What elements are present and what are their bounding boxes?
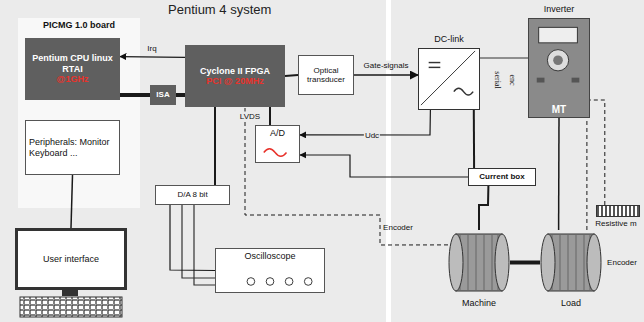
- node-text: Pentium CPU linux RTAI: [28, 53, 117, 74]
- symbol: [540, 230, 602, 295]
- board-region: PICMG 1.0 boardPentium CPU linux RTAI@1G…: [18, 18, 140, 208]
- transducer-box: Optical transducer: [298, 55, 354, 95]
- node-text: Optical transducer: [302, 66, 350, 84]
- connector: [176, 93, 185, 97]
- current-box: Current box: [468, 168, 536, 186]
- node-text: ISA: [156, 90, 169, 99]
- board-ground: [18, 18, 140, 208]
- monitor-stand: [62, 290, 78, 296]
- converter-box: A/D: [255, 125, 300, 163]
- node-text: PCI @ 20MHz: [206, 76, 263, 86]
- node-text: Resistive m: [593, 219, 639, 228]
- symbol: [597, 206, 639, 216]
- symbol: [529, 19, 589, 117]
- signal-name: enc: [508, 74, 517, 85]
- oscilloscope-wire: [194, 205, 215, 285]
- signal-name: serial: [493, 71, 502, 88]
- node-text: Peripherals: Monitor Keyboard ...: [29, 137, 116, 158]
- node-text: MT: [552, 104, 566, 116]
- converter-box: D/A 8 bit: [155, 185, 230, 205]
- load-cylinder: Load: [540, 230, 602, 295]
- node-text: D/A 8 bit: [177, 190, 207, 199]
- signal-line: [245, 107, 448, 245]
- oscilloscope-wire: [182, 205, 215, 278]
- node-text: User interface: [43, 254, 99, 264]
- oscilloscope-box: Oscilloscope: [215, 248, 325, 293]
- plant-panel: [391, 0, 644, 322]
- node-text: DC-link: [409, 34, 489, 44]
- fpga-box: Cyclone II FPGAPCI @ 20MHz: [185, 45, 285, 107]
- edge-label: Udc: [364, 131, 380, 140]
- keyboard: [20, 297, 122, 317]
- connector: [354, 74, 418, 76]
- system-panel: [0, 0, 386, 322]
- dc-link-wire: [480, 58, 528, 59]
- signal-line: [590, 100, 605, 205]
- edge-label: Irq: [146, 44, 157, 53]
- connector: [170, 205, 215, 271]
- node-text: @1GHz: [57, 74, 89, 84]
- connector: [510, 261, 540, 265]
- connector: [71, 175, 73, 228]
- connector: [120, 56, 185, 58]
- cpu-box: Pentium CPU linux RTAI@1GHz: [25, 38, 120, 100]
- connector: [558, 118, 560, 230]
- node-text: Machine: [438, 298, 520, 308]
- node-text: Oscilloscope: [244, 251, 295, 261]
- system-panel: Pentium 4 systemPICMG 1.0 boardPentium C…: [0, 0, 386, 322]
- symbol: [419, 49, 479, 109]
- part-label: Encoder: [607, 258, 637, 267]
- bus-box: ISA: [150, 85, 176, 105]
- node-text: Cyclone II FPGA: [200, 66, 270, 76]
- resistor-bank: Resistive m: [596, 205, 640, 217]
- node-text: Load: [530, 298, 612, 308]
- part-label: Encoder: [383, 223, 413, 232]
- node-text: A/D: [270, 128, 285, 138]
- node-text: PICMG 1.0 board: [43, 20, 115, 30]
- connector: [479, 186, 488, 230]
- connector: [269, 107, 271, 125]
- peripherals-box: Peripherals: Monitor Keyboard ...: [25, 120, 120, 175]
- symbol: [448, 230, 510, 295]
- inverter-unit: InverterMT: [528, 18, 590, 118]
- connector: [285, 75, 298, 76]
- node-text: Current box: [479, 172, 524, 181]
- monitor-screen: User interface: [15, 228, 127, 290]
- inverter-bridge: DC-link: [418, 48, 480, 110]
- machine-cylinder: Machine: [448, 230, 510, 295]
- edge-label: Gate-signals: [363, 61, 410, 70]
- connector: [214, 107, 216, 185]
- signal-line: [586, 118, 587, 230]
- node-text: Inverter: [519, 4, 599, 14]
- edge-label: LVDS: [239, 112, 261, 121]
- connector: [300, 155, 468, 177]
- connector: [120, 93, 150, 97]
- connector: [473, 110, 475, 168]
- node-text: Pentium 4 system: [168, 3, 271, 18]
